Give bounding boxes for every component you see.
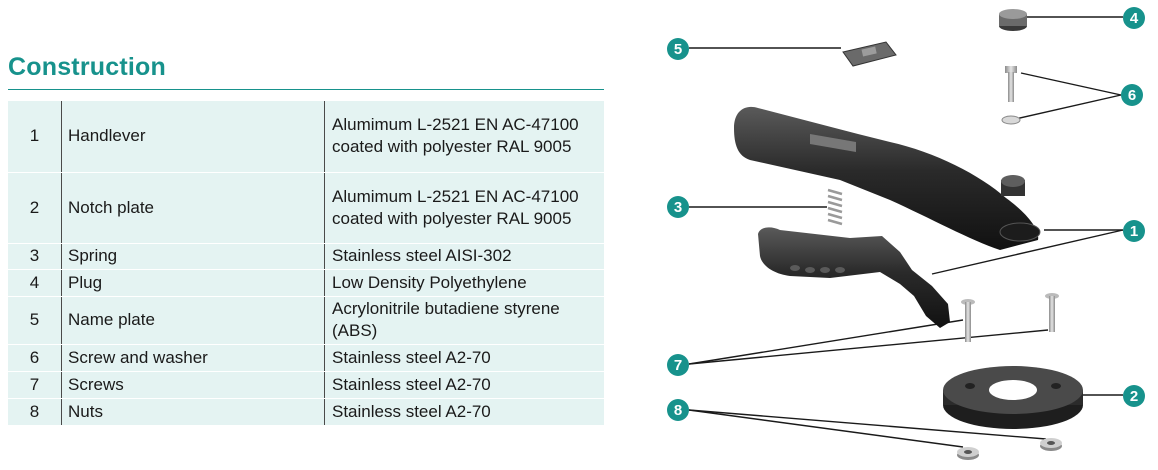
callout-badge-8: 8	[667, 399, 689, 421]
part-material: Stainless steel A2-70	[324, 371, 604, 399]
name-plate-logo	[861, 46, 877, 57]
part-material: Low Density Polyethylene	[324, 269, 604, 297]
part-number: 4	[8, 269, 62, 297]
part-number: 1	[8, 101, 62, 173]
table-row: 7 Screws Stainless steel A2-70	[8, 371, 604, 399]
part-number: 2	[8, 172, 62, 244]
plug-part	[999, 9, 1027, 31]
part-name: Handlever	[61, 101, 325, 173]
table-row: 5 Name plate Acrylonitrile butadiene sty…	[8, 296, 604, 345]
exploded-view-illustration	[688, 9, 1124, 460]
part-material: Stainless steel AISI-302	[324, 243, 604, 270]
spring-part	[827, 188, 843, 226]
part-material: Stainless steel A2-70	[324, 344, 604, 372]
table-row: 1 Handlever Alumimum L-2521 EN AC-47100 …	[8, 101, 604, 173]
title-divider	[8, 89, 604, 90]
table-row: 8 Nuts Stainless steel A2-70	[8, 398, 604, 425]
screws-part	[961, 293, 1059, 342]
handlever-part	[734, 106, 1041, 250]
part-name: Screw and washer	[61, 344, 325, 372]
part-number: 6	[8, 344, 62, 372]
part-number: 3	[8, 243, 62, 270]
table-row: 4 Plug Low Density Polyethylene	[8, 269, 604, 297]
callout-badge-1: 1	[1123, 220, 1145, 242]
callout-badge-5: 5	[667, 38, 689, 60]
table-row: 6 Screw and washer Stainless steel A2-70	[8, 344, 604, 372]
section-title: Construction	[8, 53, 166, 81]
callout-badge-7: 7	[667, 354, 689, 376]
part-number: 7	[8, 371, 62, 399]
leader-lines	[688, 16, 1124, 448]
part-name: Plug	[61, 269, 325, 297]
exploded-view-drawing: 5 3 7 8 4 6 1 2	[650, 0, 1158, 470]
callout-badge-6: 6	[1121, 84, 1143, 106]
part-material: Alumimum L-2521 EN AC-47100 coated with …	[324, 172, 604, 244]
callout-badge-3: 3	[667, 196, 689, 218]
part-material: Acrylonitrile butadiene styrene (ABS)	[324, 296, 604, 345]
part-name: Notch plate	[61, 172, 325, 244]
part-material: Alumimum L-2521 EN AC-47100 coated with …	[324, 101, 604, 173]
callout-badge-4: 4	[1123, 7, 1145, 29]
part-number: 8	[8, 398, 62, 425]
part-name: Screws	[61, 371, 325, 399]
table-row: 3 Spring Stainless steel AISI-302	[8, 243, 604, 270]
part-number: 5	[8, 296, 62, 345]
part-name: Name plate	[61, 296, 325, 345]
notch-lever-part	[758, 227, 950, 328]
part-name: Nuts	[61, 398, 325, 425]
screw-and-washer-part	[1001, 66, 1021, 125]
table-row: 2 Notch plate Alumimum L-2521 EN AC-4710…	[8, 172, 604, 244]
notch-plate-part	[943, 366, 1083, 429]
nuts-part	[957, 438, 1062, 460]
part-material: Stainless steel A2-70	[332, 401, 491, 421]
part-name: Spring	[61, 243, 325, 270]
parts-table: 1 Handlever Alumimum L-2521 EN AC-47100 …	[8, 101, 604, 425]
callout-badge-2: 2	[1123, 385, 1145, 407]
